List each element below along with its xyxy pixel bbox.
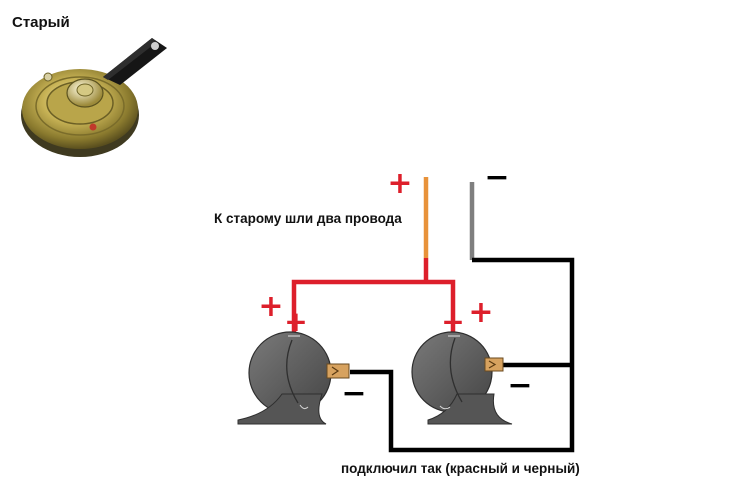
connection-note: подключил так (красный и черный) [341, 461, 580, 476]
old-horn-image [21, 38, 167, 157]
plus-mark-left: + [258, 289, 283, 324]
minus-mark-left: − [341, 376, 366, 411]
old-horn-label: Старый [12, 14, 70, 31]
snail-horn-left-icon [237, 331, 350, 425]
two-wires-note: К старому шли два провода [214, 211, 402, 226]
minus-mark-right: − [507, 368, 532, 403]
plus-terminal-left: + [284, 305, 307, 338]
plus-mark-right: + [468, 295, 493, 330]
plus-terminal-right: + [441, 305, 464, 338]
minus-mark-top: − [484, 160, 509, 195]
positive-wiring [291, 258, 456, 340]
plus-mark-top: + [387, 166, 412, 201]
ground-wiring [350, 257, 575, 453]
snail-horn-right-icon [411, 331, 513, 425]
